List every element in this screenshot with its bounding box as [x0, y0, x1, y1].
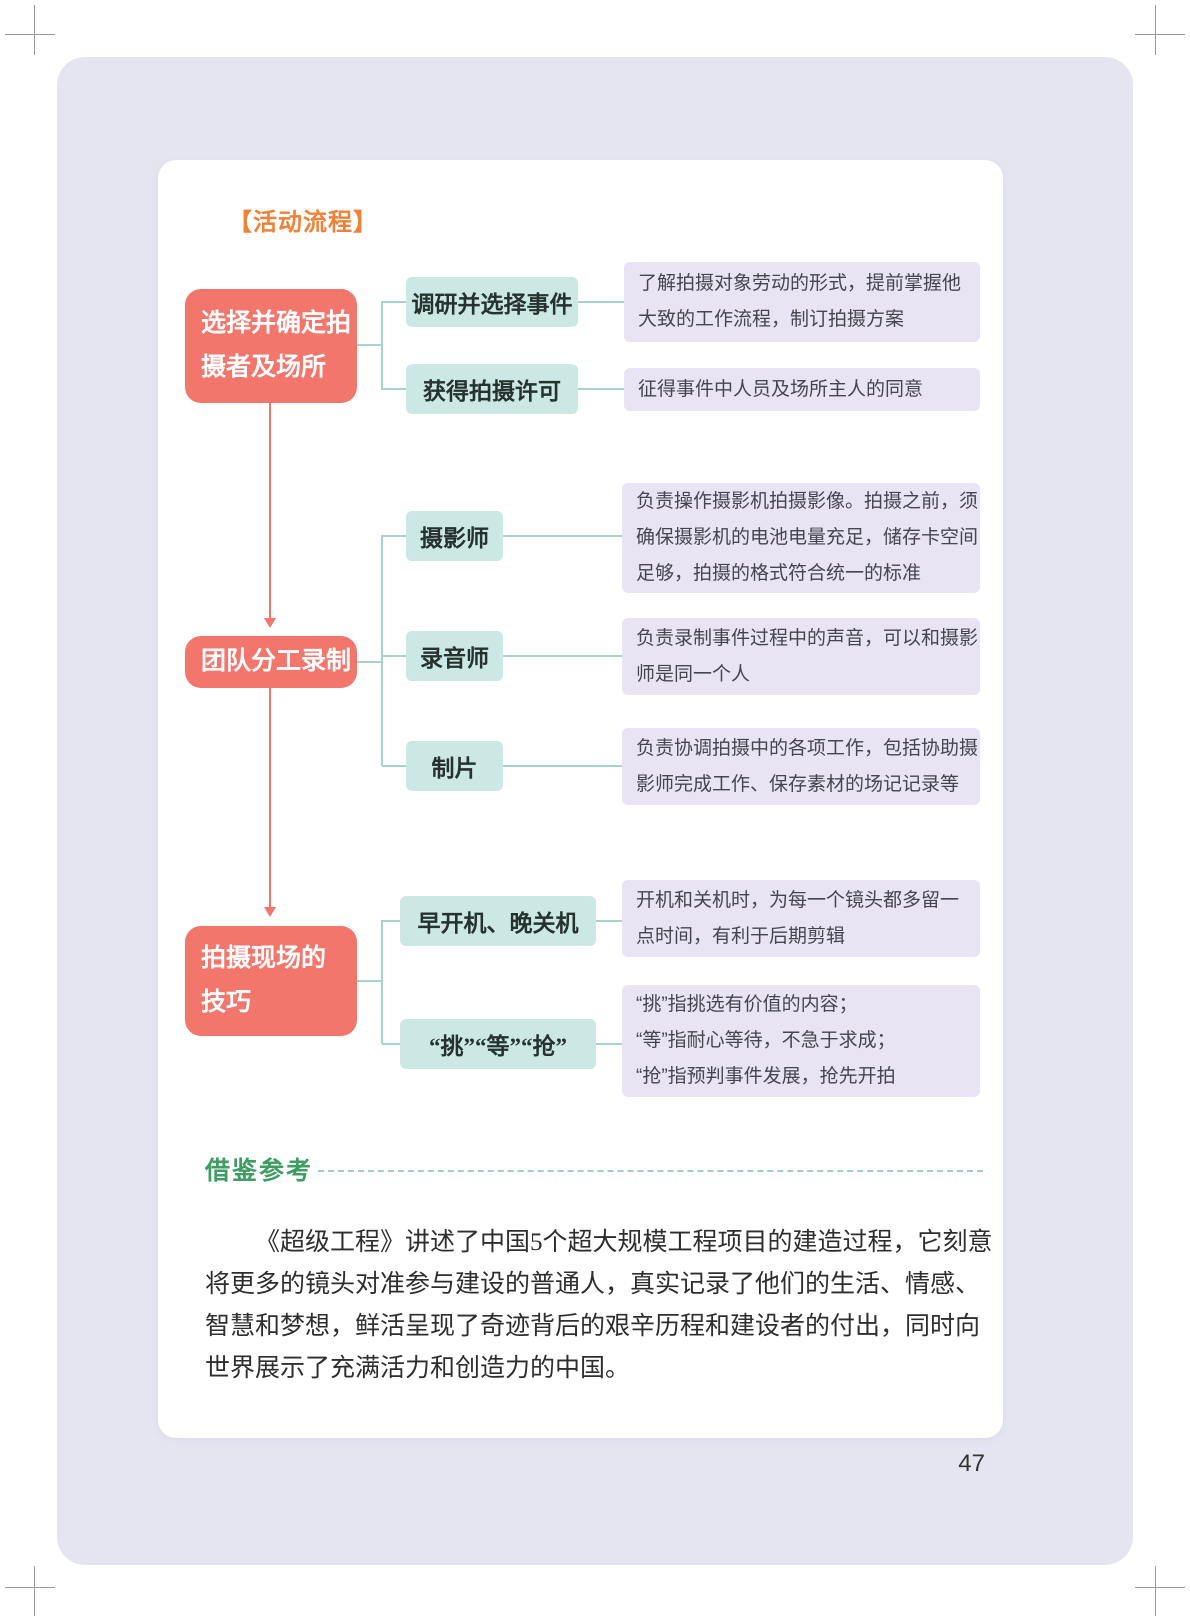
desc-line: “抢”指预判事件发展，抢先开拍 [636, 1066, 896, 1087]
crop-mark [1155, 5, 1156, 55]
step-node-early-on-late-off: 早开机、晚关机 [400, 896, 596, 946]
reference-heading: 借鉴参考 [205, 1157, 314, 1185]
stage-label-line: 摄者及场所 [201, 354, 327, 381]
desc-line: 点时间，有利于后期剪辑 [636, 925, 846, 947]
connector-line [381, 535, 383, 766]
dashed-divider [318, 1170, 983, 1172]
stage-node-onsite-skills: 拍摄现场的 技巧 [185, 926, 357, 1036]
stage-label-line: 技巧 [201, 989, 252, 1016]
desc-line: 负责协调拍摄中的各项工作，包括协助摄 [636, 737, 979, 759]
desc-line: 负责录制事件过程中的声音，可以和摄影 [636, 627, 979, 649]
step-node-camera-operator: 摄影师 [406, 511, 503, 561]
step-node-research-event: 调研并选择事件 [406, 277, 578, 327]
step-node-producer: 制片 [406, 741, 503, 791]
connector-line [382, 535, 406, 537]
connector-line [578, 388, 624, 390]
desc-line: 大致的工作流程，制订拍摄方案 [638, 309, 905, 330]
desc-line: “等”指耐心等待，不急于求成； [636, 1030, 896, 1051]
crop-mark [1155, 1566, 1156, 1616]
paragraph-line: 世界展示了充满活力和创造力的中国。 [205, 1355, 631, 1382]
desc-line: 足够，拍摄的格式符合统一的标准 [636, 563, 922, 584]
connector-line [503, 655, 622, 657]
flow-arrow-head [264, 618, 276, 628]
desc-line: 征得事件中人员及场所主人的同意 [638, 378, 924, 400]
connector-line [382, 301, 406, 303]
crop-mark [1135, 34, 1185, 35]
reference-paragraph: 《超级工程》讲述了中国5个超大规模工程项目的建造过程，它刻意 将更多的镜头对准参… [205, 1222, 995, 1390]
desc-box-sound-recordist: 负责录制事件过程中的声音，可以和摄影 师是同一个人 [622, 618, 980, 695]
connector-line [357, 980, 382, 982]
desc-line: “挑”指挑选有价值的内容； [636, 994, 858, 1015]
desc-box-research-event: 了解拍摄对象劳动的形式，提前掌握他 大致的工作流程，制订拍摄方案 [624, 262, 980, 342]
stage-label-line: 拍摄现场的 [201, 945, 327, 972]
desc-line: 确保摄影机的电池电量充足，储存卡空间 [636, 527, 979, 548]
step-node-pick-wait-grab: “挑”“等”“抢” [400, 1019, 596, 1069]
desc-box-pick-wait-grab: “挑”指挑选有价值的内容； “等”指耐心等待，不急于求成； “抢”指预判事件发展… [622, 985, 980, 1097]
step-node-get-permission: 获得拍摄许可 [406, 364, 578, 414]
connector-line [596, 1043, 622, 1045]
paragraph-line: 将更多的镜头对准参与建设的普通人，真实记录了他们的生活、情感、 [205, 1271, 981, 1298]
desc-box-camera-operator: 负责操作摄影机拍摄影像。拍摄之前，须 确保摄影机的电池电量充足，储存卡空间 足够… [622, 483, 980, 593]
connector-line [596, 920, 622, 922]
crop-mark [5, 34, 55, 35]
desc-line: 开机和关机时，为每一个镜头都多留一 [636, 889, 960, 911]
crop-mark [5, 1587, 55, 1588]
connector-line [382, 765, 406, 767]
stage-node-team-recording: 团队分工录制 [185, 636, 357, 688]
step-node-sound-recordist: 录音师 [406, 631, 503, 681]
connector-line [382, 655, 406, 657]
desc-line: 师是同一个人 [636, 663, 751, 685]
crop-mark [1135, 1587, 1185, 1588]
stage-node-select-subject: 选择并确定拍 摄者及场所 [185, 289, 357, 403]
crop-mark [34, 5, 35, 55]
stage-label-line: 选择并确定拍 [201, 310, 352, 337]
connector-line [382, 1043, 400, 1045]
stage-label-line: 团队分工录制 [201, 648, 352, 675]
connector-line [382, 920, 400, 922]
connector-line [381, 301, 383, 390]
paragraph-line: 《超级工程》讲述了中国5个超大规模工程项目的建造过程，它刻意 [255, 1229, 993, 1256]
crop-mark [34, 1566, 35, 1616]
connector-line [357, 661, 382, 663]
connector-line [381, 920, 383, 1044]
flow-arrow-head [264, 907, 276, 917]
desc-line: 影师完成工作、保存素材的场记记录等 [636, 773, 960, 795]
section-title: 【活动流程】 [228, 209, 378, 236]
flow-arrow-line [269, 403, 271, 619]
desc-box-early-on-late-off: 开机和关机时，为每一个镜头都多留一 点时间，有利于后期剪辑 [622, 880, 980, 957]
connector-line [503, 535, 622, 537]
flow-arrow-line [269, 688, 271, 908]
connector-line [382, 388, 406, 390]
page-number: 47 [958, 1450, 985, 1477]
connector-line [578, 301, 624, 303]
connector-line [357, 344, 382, 346]
desc-box-get-permission: 征得事件中人员及场所主人的同意 [624, 368, 980, 411]
desc-line: 了解拍摄对象劳动的形式，提前掌握他 [638, 273, 962, 294]
desc-box-producer: 负责协调拍摄中的各项工作，包括协助摄 影师完成工作、保存素材的场记记录等 [622, 728, 980, 805]
desc-line: 负责操作摄影机拍摄影像。拍摄之前，须 [636, 491, 979, 512]
paragraph-line: 智慧和梦想，鲜活呈现了奇迹背后的艰辛历程和建设者的付出，同时向 [205, 1313, 981, 1340]
connector-line [503, 765, 622, 767]
